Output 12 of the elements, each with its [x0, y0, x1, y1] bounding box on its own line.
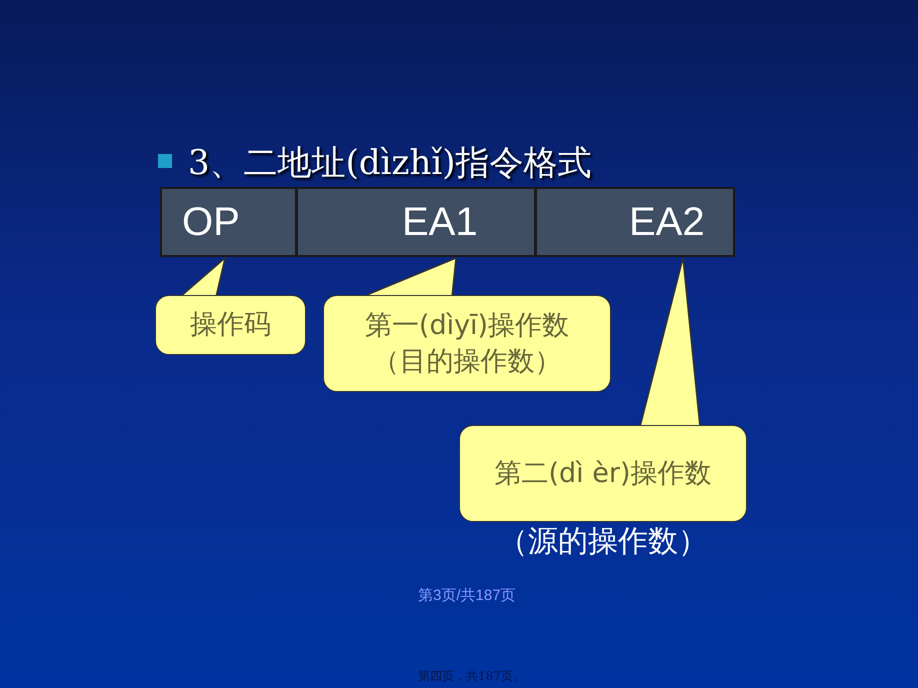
format-field: EA2: [535, 187, 735, 257]
callout-text: 第一(dìyī)操作数: [364, 308, 570, 342]
page-number: 第四页，共187页。: [418, 668, 525, 685]
callout-note: （源的操作数）: [497, 524, 709, 560]
callout-text: 操作码: [190, 308, 271, 342]
callout-text: （目的操作数）: [372, 344, 562, 378]
page-number: 第3页/共187页: [418, 586, 516, 605]
format-field: EA1: [296, 187, 536, 257]
slide-title: 3、二地址(dìzhǐ)指令格式: [188, 142, 592, 185]
format-field: OP: [160, 187, 297, 257]
callout-text: 第二(dì èr)操作数: [494, 456, 712, 490]
callout-pointer: [639, 257, 701, 428]
